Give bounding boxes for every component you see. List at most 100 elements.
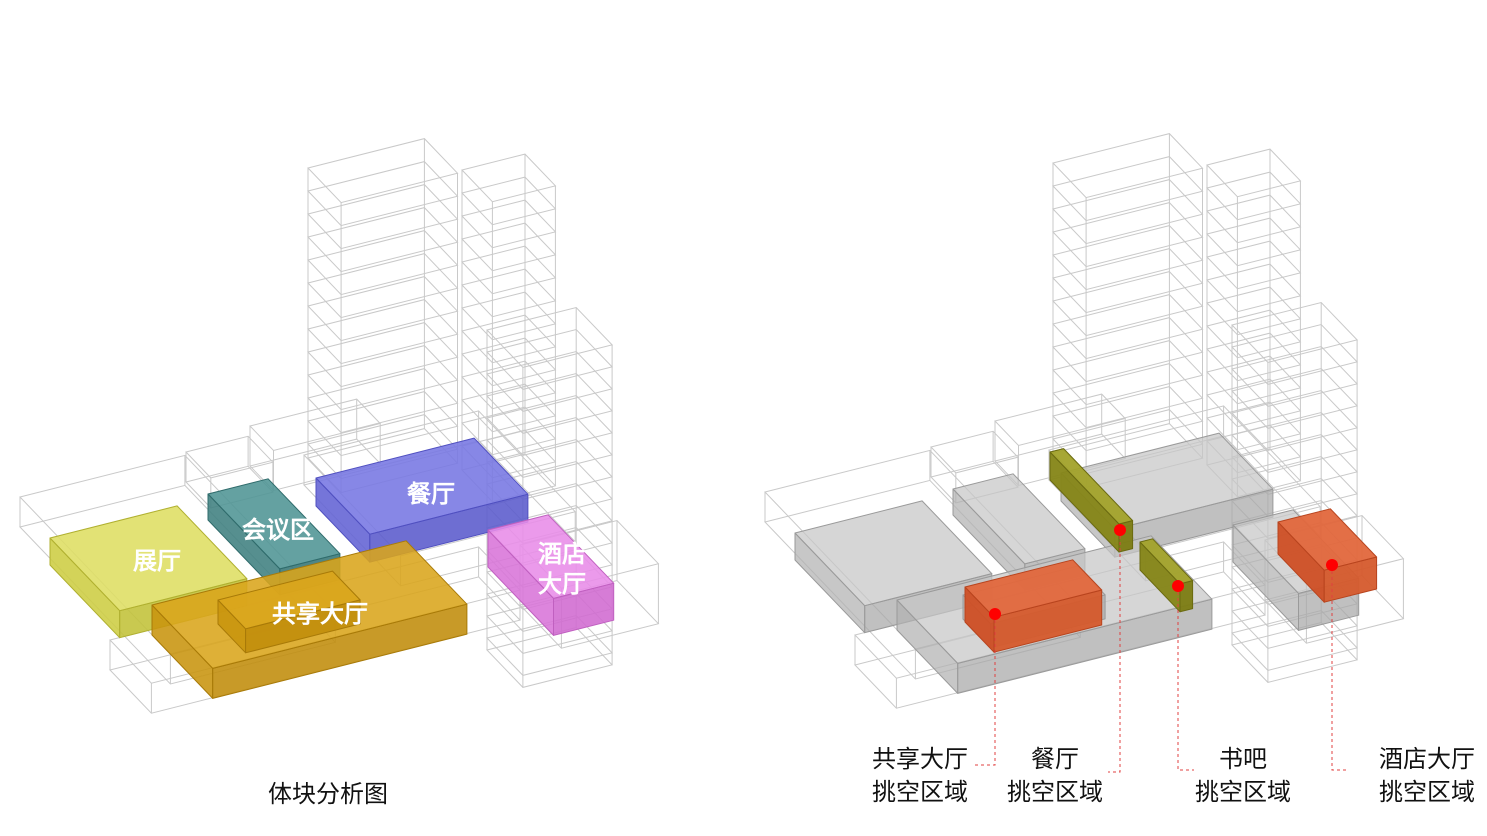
tower-main-wire-floor-line — [1052, 386, 1204, 452]
dining-block-top-face — [315, 437, 529, 535]
shared-hall-inner-block-top-face — [217, 570, 361, 630]
meeting-label: 会议区 — [242, 516, 314, 544]
tower-slim-wire-floor-line — [1206, 378, 1302, 428]
podium-small-wire-top-edge — [185, 435, 274, 479]
exhibition-label: 展厅 — [133, 548, 181, 575]
tower-slim-wire-floor-line — [1206, 309, 1302, 359]
podium-small-wire-top-edge — [930, 430, 1019, 474]
shared-hall-inner-block — [217, 570, 361, 654]
tower-slim-wire-floor-line — [461, 406, 557, 456]
tower-slim-wire-floor-line — [461, 360, 557, 410]
tower-hotel-wire-floor-line — [1231, 411, 1359, 473]
tower-slim-wire-floor-line — [461, 199, 557, 249]
tower-slim-wire-floor-line — [1206, 286, 1302, 336]
tower-main-wire-floor-line — [307, 207, 459, 273]
left-program-blocks — [49, 437, 615, 699]
tower-slim-wire-floor-line — [461, 314, 557, 364]
hotel-lobby-label-line2: 大厅 — [538, 571, 586, 598]
dining-label: 餐厅 — [407, 481, 455, 508]
tower-main-wire-floor-line — [307, 161, 459, 227]
hotel-lobby-block-top-face — [487, 514, 615, 599]
exhibition-block-gray-top-face — [794, 500, 993, 607]
tower-main-wire-floor-line — [1052, 179, 1204, 245]
callout-hotel-lobby-subtitle: 挑空区域 — [1379, 779, 1475, 806]
callout-book-bar-subtitle: 挑空区域 — [1195, 779, 1291, 806]
meeting-block-top-face — [207, 478, 341, 570]
tower-slim-wire-floor-line — [1206, 332, 1302, 382]
tower-main-wire-floor-line — [1052, 294, 1204, 360]
tower-slim-wire-floor-line — [461, 245, 557, 295]
callout-hotel-lobby-title: 酒店大厅 — [1379, 746, 1475, 773]
tower-slim-wire-floor-line — [1206, 217, 1302, 267]
tower-main-wire-floor-line — [307, 230, 459, 296]
callout-book-bar-title: 书吧 — [1219, 746, 1267, 773]
tower-slim-wire-floor-line — [461, 291, 557, 341]
tower-slim-wire-floor-line — [461, 337, 557, 387]
tower-slim-wire-floor-line — [1206, 240, 1302, 290]
tower-hotel-wire-floor-line — [486, 328, 614, 390]
marker-dot-shared-hall — [989, 608, 1001, 620]
hotel-lobby-block — [487, 514, 615, 636]
tower-slim-wire — [1206, 148, 1302, 498]
dining-void-strip — [1049, 448, 1134, 553]
dining-void-strip-top-face — [1049, 448, 1134, 525]
tower-main-wire-floor-line — [307, 322, 459, 388]
exhibition-block-top-face — [49, 505, 248, 612]
tower-main-wire-floor-line — [307, 253, 459, 319]
tower-hotel-wire-floor-line — [1231, 367, 1359, 429]
podium-small-wire — [185, 435, 274, 509]
shared-hall-void-block — [964, 559, 1103, 653]
tower-main-wire — [307, 138, 459, 494]
tower-slim-wire-floor-line — [1206, 263, 1302, 313]
meeting-block-gray-top-face — [952, 473, 1086, 565]
right-leader-lines — [975, 524, 1349, 773]
shared-hall-label: 共享大厅 — [272, 600, 368, 628]
tower-main-wire-floor-line — [1052, 225, 1204, 291]
tower-main-wire-top-edge — [307, 138, 459, 204]
tower-slim-wire-floor-line — [1206, 401, 1302, 451]
right-void-blocks — [964, 448, 1378, 653]
tower-main-wire-top-edge — [1052, 133, 1204, 199]
tower-hotel-wire-floor-line — [1231, 345, 1359, 407]
callout-dining-subtitle: 挑空区域 — [1007, 779, 1103, 806]
tower-hotel-wire-floor-line — [486, 416, 614, 478]
tower-main-wire-floor-line — [1052, 340, 1204, 406]
tower-slim-wire-floor-line — [1206, 171, 1302, 221]
book-bar-void-strip — [1139, 538, 1194, 613]
tower-main-wire-floor-line — [1052, 248, 1204, 314]
tower-main-wire-floor-line — [307, 368, 459, 434]
diagram-caption: 体块分析图 — [268, 781, 388, 808]
hotel-lobby-label-line1: 酒店 — [538, 541, 586, 568]
tower-main-wire-floor-line — [1052, 317, 1204, 383]
marker-dot-dining — [1114, 524, 1126, 536]
tower-hotel-wire-floor-line — [1231, 323, 1359, 385]
leader-shared-hall — [975, 614, 996, 766]
tower-main-wire-floor-line — [307, 299, 459, 365]
callout-dining-title: 餐厅 — [1031, 746, 1079, 773]
tower-main-wire — [1052, 133, 1204, 489]
tower-slim-wire-floor-line — [1206, 194, 1302, 244]
tower-hotel-wire-floor-line — [1231, 389, 1359, 451]
marker-dot-hotel-lobby — [1326, 559, 1338, 571]
tower-main-wire-floor-line — [307, 184, 459, 250]
tower-main-wire-floor-line — [1052, 363, 1204, 429]
tower-hotel-wire-floor-line — [486, 372, 614, 434]
shared-hall-void-block-top-face — [964, 559, 1103, 618]
book-bar-void-strip-top-face — [1139, 538, 1194, 585]
leader-book-bar — [1177, 586, 1194, 771]
tower-slim-wire-floor-line — [461, 383, 557, 433]
tower-slim-wire-floor-line — [461, 176, 557, 226]
tower-hotel-wire-floor-line — [486, 394, 614, 456]
tower-main-wire-floor-line — [1052, 156, 1204, 222]
tower-slim-wire — [461, 153, 557, 503]
tower-main-wire-floor-line — [1052, 202, 1204, 268]
tower-main-wire-floor-line — [307, 276, 459, 342]
leader-hotel-lobby — [1331, 565, 1349, 771]
callout-shared-hall-title: 共享大厅 — [872, 746, 968, 773]
tower-hotel-wire-floor-line — [486, 350, 614, 412]
hotel-lobby-void-block — [1277, 508, 1378, 603]
leader-dining — [1108, 530, 1121, 773]
hotel-lobby-void-block-top-face — [1277, 508, 1378, 571]
tower-main-wire-floor-line — [1052, 271, 1204, 337]
